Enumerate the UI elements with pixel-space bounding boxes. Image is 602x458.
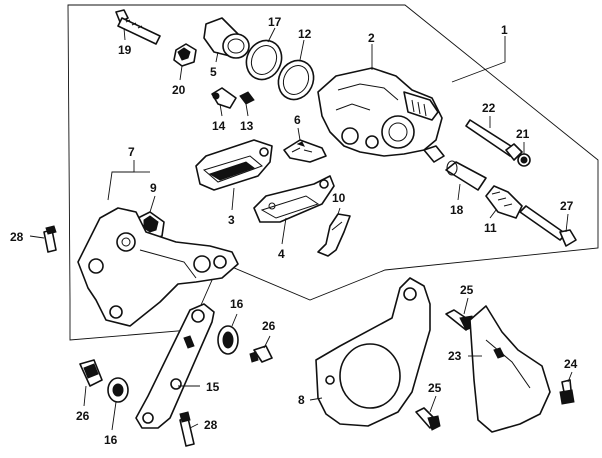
callout-17: 17 — [268, 15, 282, 29]
callout-18: 18 — [450, 203, 464, 217]
pad-pin — [485, 185, 523, 219]
torque-link — [135, 303, 215, 429]
callout-26-upper: 26 — [262, 319, 276, 333]
pin-boot — [173, 43, 197, 67]
callout-21: 21 — [516, 127, 530, 141]
leader-lines — [29, 27, 573, 431]
bolt-25-lower — [415, 407, 441, 431]
callout-4: 4 — [278, 247, 285, 261]
callout-labels: 1 2 17 12 5 19 20 14 13 6 7 9 3 4 10 22 … — [10, 15, 578, 447]
callout-25-lower: 25 — [428, 381, 442, 395]
caliper-bolt — [465, 119, 523, 161]
bolt-upper — [249, 345, 273, 363]
callout-9: 9 — [150, 181, 157, 195]
caliper-guard — [469, 305, 551, 433]
callout-24: 24 — [564, 357, 578, 371]
callout-5: 5 — [210, 65, 217, 79]
piston-seal — [245, 39, 283, 81]
callout-27: 27 — [560, 199, 574, 213]
bolt-lower — [79, 359, 103, 387]
callout-16-upper: 16 — [230, 297, 244, 311]
caliper-body — [317, 67, 445, 163]
callout-2: 2 — [368, 31, 375, 45]
callout-14: 14 — [212, 119, 226, 133]
callout-7: 7 — [128, 145, 135, 159]
callout-28-left: 28 — [10, 230, 24, 244]
callout-3: 3 — [228, 213, 235, 227]
callout-16-lower: 16 — [104, 433, 118, 447]
washer-lower — [107, 377, 129, 403]
caliper-assembly-frame — [67, 4, 599, 341]
callout-20: 20 — [172, 83, 186, 97]
pin-bolt — [519, 205, 577, 247]
sleeve — [445, 160, 487, 191]
callout-23: 23 — [448, 349, 462, 363]
callout-11: 11 — [484, 221, 497, 235]
callout-8: 8 — [298, 393, 305, 407]
washer-upper — [217, 325, 239, 355]
callout-1: 1 — [501, 23, 508, 37]
slide-pin — [115, 9, 161, 45]
callout-10: 10 — [332, 191, 346, 205]
pin-washer — [517, 153, 531, 167]
piston — [203, 17, 250, 59]
callout-25-upper: 25 — [460, 283, 474, 297]
cotter-pin-left — [43, 225, 57, 253]
cotter-pin-lower — [179, 411, 195, 447]
bleed-valve — [211, 87, 255, 109]
pad-retainer — [317, 213, 351, 257]
dust-seal — [277, 59, 315, 101]
callout-13: 13 — [240, 119, 254, 133]
callout-19: 19 — [118, 43, 132, 57]
pad-spring — [283, 139, 327, 163]
bolt-24 — [559, 379, 575, 405]
callout-6: 6 — [294, 113, 301, 127]
callout-15: 15 — [206, 380, 220, 394]
caliper-bracket — [77, 207, 239, 327]
brake-pad-inner — [195, 139, 273, 191]
callout-28-lower: 28 — [204, 418, 218, 432]
callout-26-lower: 26 — [76, 409, 90, 423]
callout-12: 12 — [298, 27, 312, 41]
brake-pad-outer — [253, 175, 335, 223]
callout-22: 22 — [482, 101, 496, 115]
caliper-mounting-plate — [315, 277, 431, 427]
